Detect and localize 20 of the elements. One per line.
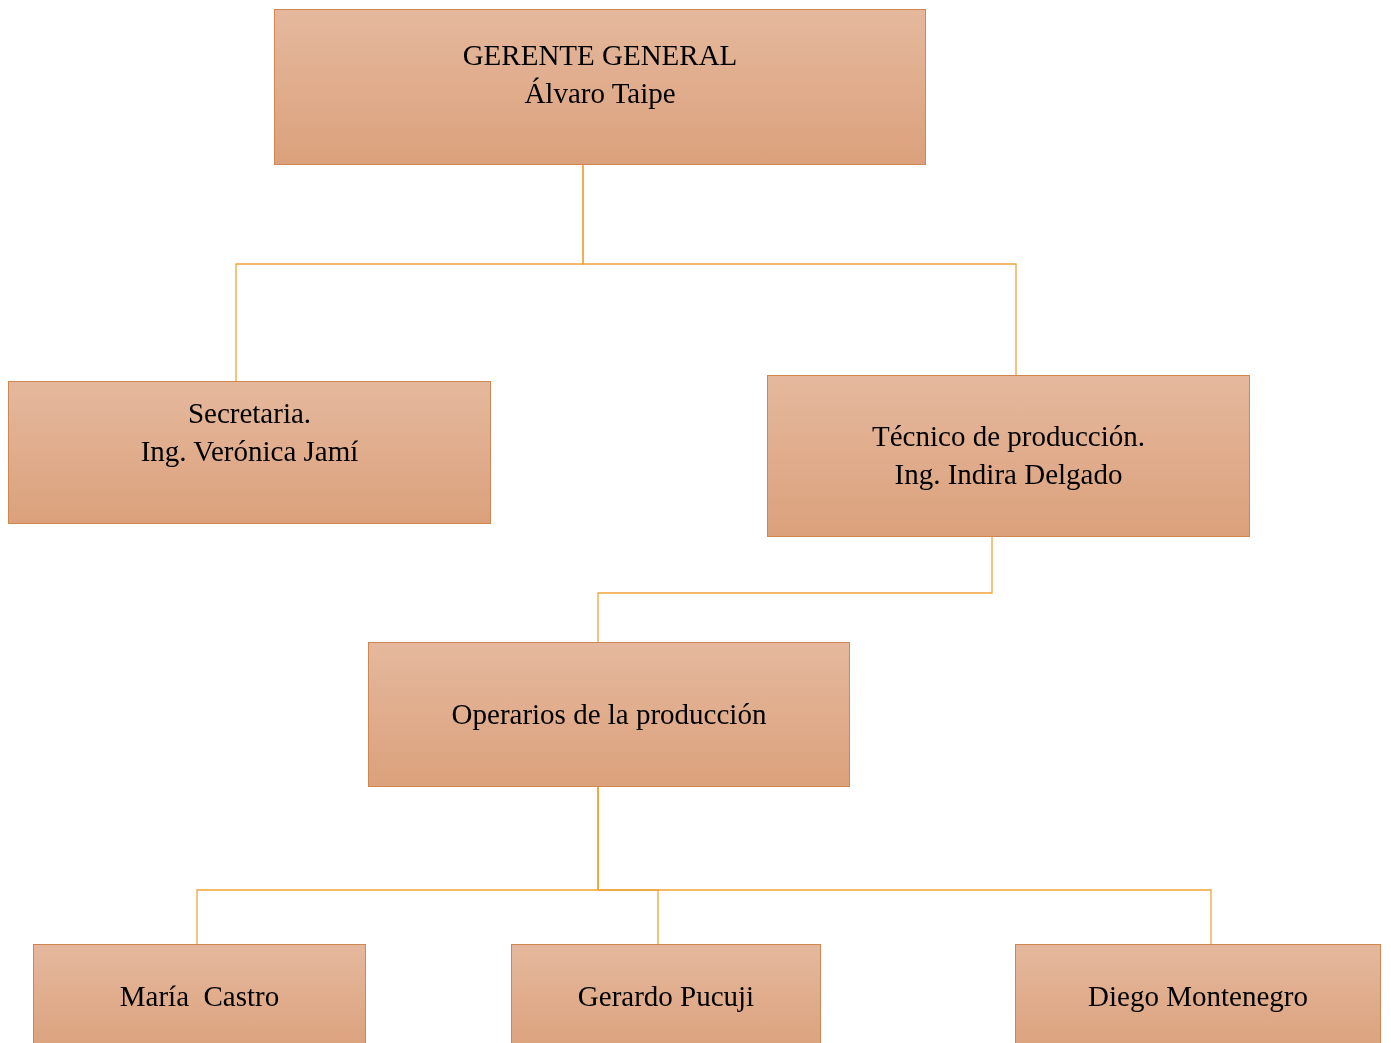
connector-line: [597, 786, 1212, 945]
position-title: Diego Montenegro: [1088, 978, 1308, 1014]
person-name: Álvaro Taipe: [524, 76, 676, 111]
position-title: Técnico de producción.: [872, 419, 1145, 455]
position-box: [274, 9, 926, 165]
position-title: Secretaria.: [187, 395, 312, 431]
position-box: [767, 375, 1250, 537]
position-box: [368, 642, 850, 787]
position-title: GERENTE GENERAL: [462, 38, 738, 74]
position-box: [1015, 944, 1381, 1043]
connector-line: [597, 536, 993, 643]
position-title: Operarios de la producción: [451, 696, 767, 732]
position-box: [8, 381, 491, 524]
position-box: [33, 944, 366, 1043]
person-name: Ing. Indira Delgado: [894, 457, 1123, 492]
person-name: Ing. Verónica Jamí: [140, 433, 359, 469]
connector-line: [582, 164, 1017, 376]
position-title: María Castro: [119, 978, 280, 1014]
position-title: Gerardo Pucuji: [577, 978, 755, 1014]
position-box: [511, 944, 821, 1043]
